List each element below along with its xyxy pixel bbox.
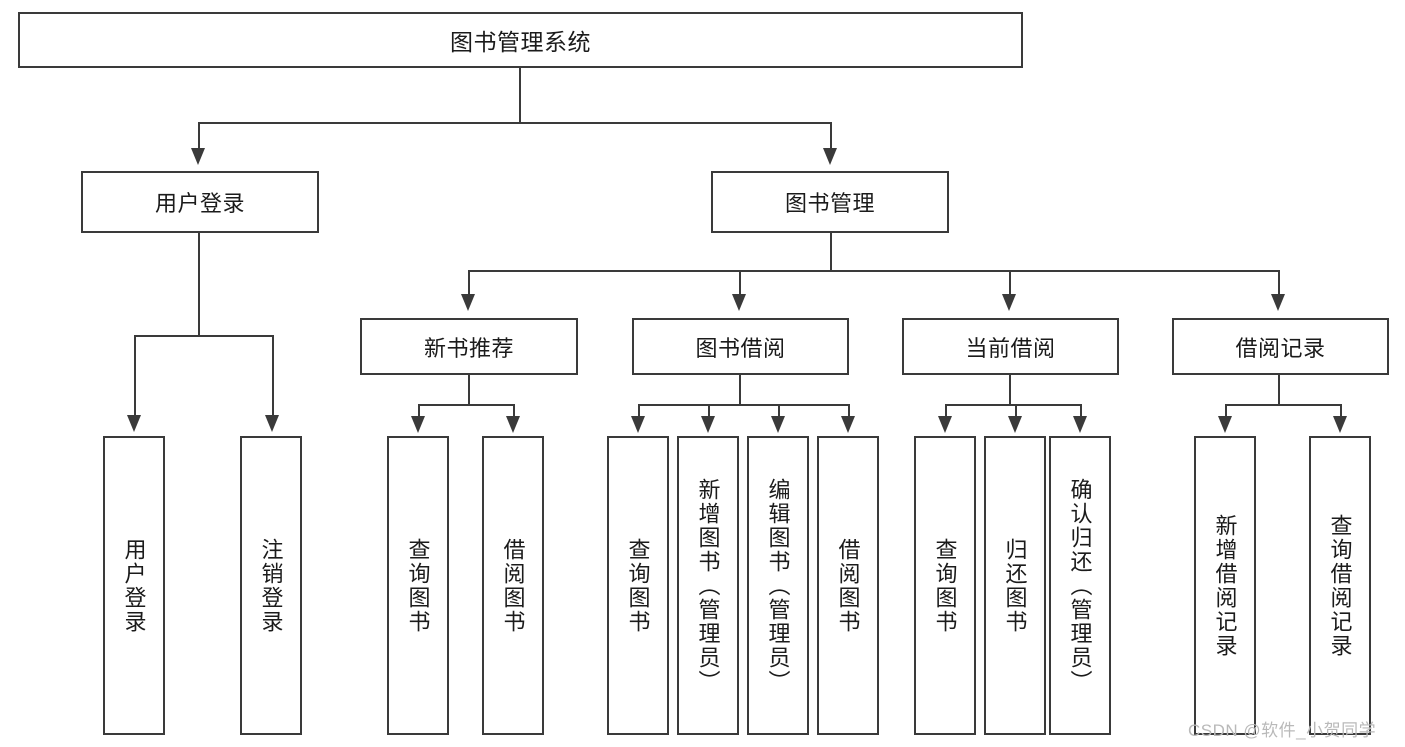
connector-bb-to-leaf-3: [778, 404, 780, 418]
connector-bm-to-current-borrow: [1009, 270, 1011, 296]
connector-book-management-bar: [468, 270, 1278, 272]
arrow-cb-to-leaf-2: [1008, 416, 1022, 433]
connector-borrow-record-bar: [1225, 404, 1340, 406]
connector-bb-to-leaf-4: [848, 404, 850, 418]
leaf-borrow-books-new[interactable]: 借阅图书: [482, 436, 544, 735]
connector-bm-to-borrow: [739, 270, 741, 296]
node-label: 注销登录: [258, 537, 284, 634]
leaf-borrow-book[interactable]: 借阅图书: [817, 436, 879, 735]
node-label: 图书管理: [784, 191, 875, 216]
arrow-bm-to-new-books: [461, 294, 475, 311]
arrow-root-to-book-management: [823, 148, 837, 165]
connector-br-to-leaf-2: [1340, 404, 1342, 418]
connector-book-management-stem: [830, 233, 832, 270]
connector-borrow-stem: [739, 375, 741, 404]
arrow-user-login-to-leaf-2: [265, 415, 279, 432]
arrow-bb-to-leaf-3: [771, 416, 785, 433]
leaf-add-book-admin[interactable]: 新增图书（管理员）: [677, 436, 739, 735]
node-label: 图书借阅: [695, 335, 786, 361]
node-book-borrowing[interactable]: 图书借阅: [632, 318, 849, 375]
leaf-query-books-new[interactable]: 查询图书: [387, 436, 449, 735]
leaf-edit-book-admin[interactable]: 编辑图书（管理员）: [747, 436, 809, 735]
node-label: 查询图书: [932, 537, 958, 634]
node-label: 新增借阅记录: [1212, 513, 1238, 658]
node-root-book-management-system[interactable]: 图书管理系统: [18, 12, 1023, 68]
connector-bm-to-borrow-record: [1278, 270, 1280, 296]
arrow-user-login-to-leaf-1: [127, 415, 141, 432]
node-label: 新书推荐: [423, 335, 514, 361]
node-current-borrowing[interactable]: 当前借阅: [902, 318, 1119, 375]
node-label: 确认归还（管理员）: [1067, 477, 1093, 694]
connector-cb-to-leaf-1: [945, 404, 947, 418]
arrow-br-to-leaf-2: [1333, 416, 1347, 433]
leaf-query-books-borrow[interactable]: 查询图书: [607, 436, 669, 735]
connector-cb-to-leaf-3: [1080, 404, 1082, 418]
connector-root-bar: [198, 122, 830, 124]
arrow-cb-to-leaf-1: [938, 416, 952, 433]
connector-nb-to-leaf-2: [513, 404, 515, 418]
leaf-query-books-current[interactable]: 查询图书: [914, 436, 976, 735]
connector-user-login-to-leaf-1: [134, 335, 136, 417]
arrow-bm-to-borrow: [732, 294, 746, 311]
connector-user-login-to-leaf-2: [272, 335, 274, 417]
connector-nb-to-leaf-1: [418, 404, 420, 418]
node-new-book-recommendation[interactable]: 新书推荐: [360, 318, 578, 375]
node-label: 借阅记录: [1235, 335, 1326, 361]
arrow-bm-to-current-borrow: [1002, 294, 1016, 311]
node-label: 当前借阅: [965, 335, 1056, 361]
node-label: 新增图书（管理员）: [695, 477, 721, 694]
csdn-watermark: CSDN @软件_小贺同学: [1188, 721, 1377, 740]
arrow-root-to-user-login: [191, 148, 205, 165]
node-label: 用户登录: [121, 537, 147, 634]
node-label: 借阅图书: [835, 537, 861, 634]
arrow-nb-to-leaf-2: [506, 416, 520, 433]
node-label: 归还图书: [1002, 537, 1028, 634]
connector-borrow-record-stem: [1278, 375, 1280, 404]
node-borrowing-record[interactable]: 借阅记录: [1172, 318, 1389, 375]
arrow-br-to-leaf-1: [1218, 416, 1232, 433]
node-label: 借阅图书: [500, 537, 526, 634]
connector-user-login-bar: [134, 335, 272, 337]
node-user-login[interactable]: 用户登录: [81, 171, 319, 233]
node-label: 查询借阅记录: [1327, 513, 1353, 658]
connector-cb-to-leaf-2: [1015, 404, 1017, 418]
leaf-query-borrow-record[interactable]: 查询借阅记录: [1309, 436, 1371, 735]
arrow-bb-to-leaf-2: [701, 416, 715, 433]
node-book-management[interactable]: 图书管理: [711, 171, 949, 233]
node-label: 图书管理系统: [450, 29, 591, 55]
connector-borrow-bar: [638, 404, 848, 406]
leaf-user-login[interactable]: 用户登录: [103, 436, 165, 735]
node-label: 查询图书: [625, 537, 651, 634]
arrow-bb-to-leaf-4: [841, 416, 855, 433]
connector-current-borrow-bar: [945, 404, 1080, 406]
arrow-bb-to-leaf-1: [631, 416, 645, 433]
connector-user-login-stem: [198, 233, 200, 335]
node-label: 用户登录: [154, 191, 245, 216]
connector-bb-to-leaf-1: [638, 404, 640, 418]
arrow-nb-to-leaf-1: [411, 416, 425, 433]
arrow-cb-to-leaf-3: [1073, 416, 1087, 433]
connector-root-stem: [519, 68, 521, 122]
connector-new-books-bar: [418, 404, 513, 406]
connector-bm-to-new-books: [468, 270, 470, 296]
connector-root-to-book-management: [830, 122, 832, 150]
leaf-return-book[interactable]: 归还图书: [984, 436, 1046, 735]
connector-current-borrow-stem: [1009, 375, 1011, 404]
leaf-logout-login[interactable]: 注销登录: [240, 436, 302, 735]
leaf-add-borrow-record[interactable]: 新增借阅记录: [1194, 436, 1256, 735]
connector-br-to-leaf-1: [1225, 404, 1227, 418]
connector-bb-to-leaf-2: [708, 404, 710, 418]
leaf-confirm-return-admin[interactable]: 确认归还（管理员）: [1049, 436, 1111, 735]
connector-root-to-user-login: [198, 122, 200, 150]
node-label: 查询图书: [405, 537, 431, 634]
connector-new-books-stem: [468, 375, 470, 404]
node-label: 编辑图书（管理员）: [765, 477, 791, 694]
arrow-bm-to-borrow-record: [1271, 294, 1285, 311]
